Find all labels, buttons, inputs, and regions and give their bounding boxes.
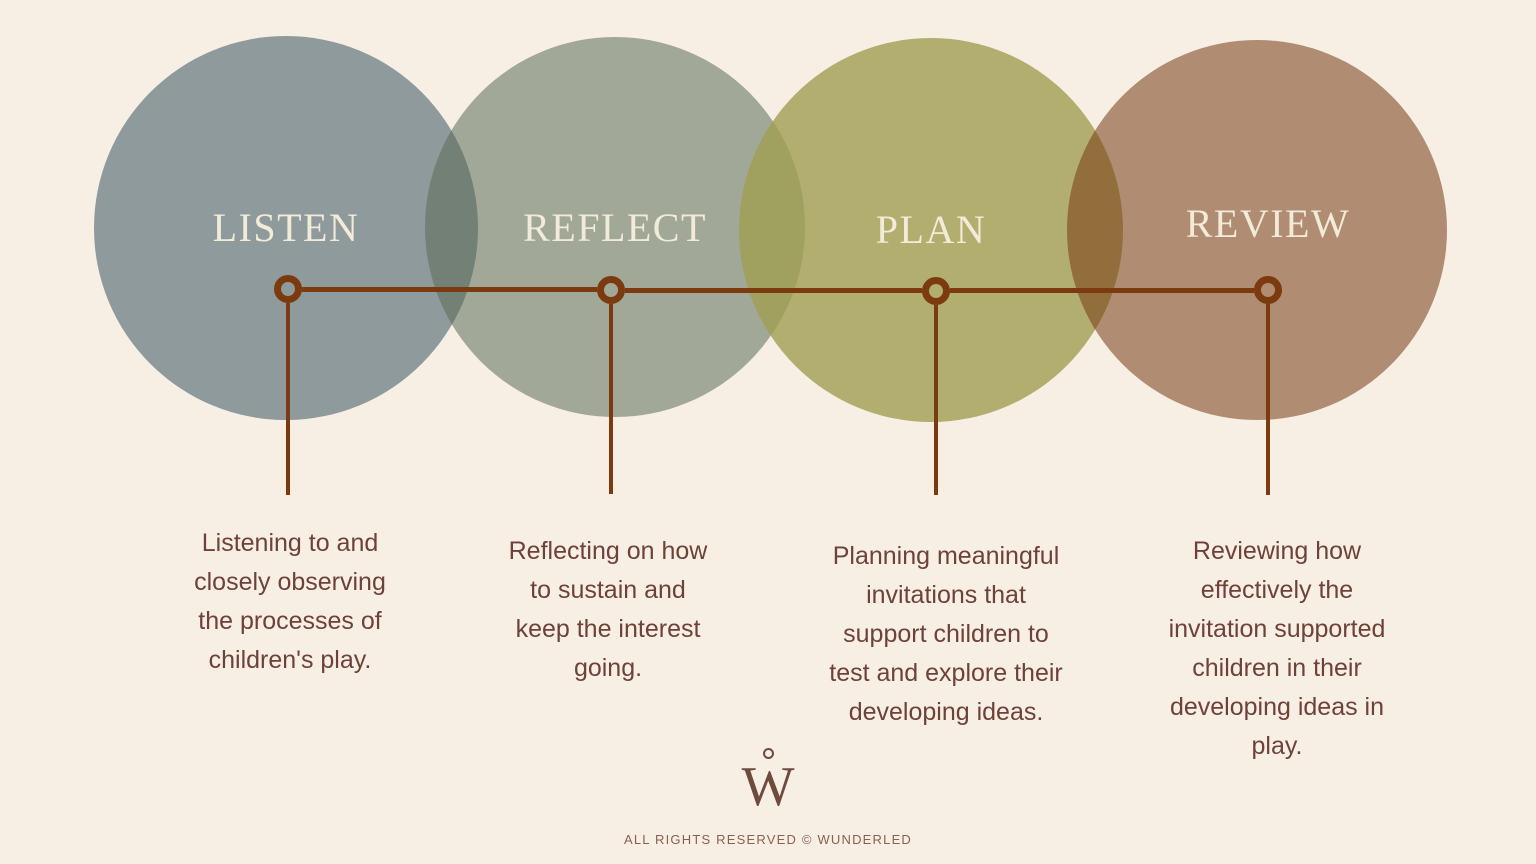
logo-ring-icon: [762, 748, 774, 759]
description-line: keep the interest: [515, 615, 701, 643]
stage-description-listen: Listening to and closely observing the p…: [125, 524, 455, 680]
description-line: going.: [573, 654, 643, 682]
logo-letter-w: W: [741, 756, 795, 818]
stem-line-review: [1266, 304, 1270, 495]
description-line: invitations that: [866, 581, 1026, 609]
connector-line-1: [302, 287, 597, 292]
description-line: children's play.: [208, 646, 372, 674]
timeline-node-reflect: [597, 276, 625, 304]
stage-circle-plan: [739, 38, 1123, 422]
timeline-node-listen: [274, 275, 302, 303]
wunderled-logo: W: [0, 748, 1536, 818]
connector-line-3: [950, 288, 1254, 293]
description-line: children in their: [1192, 654, 1362, 682]
description-line: Reviewing how: [1192, 537, 1362, 565]
stem-line-listen: [286, 303, 290, 495]
description-line: Listening to and: [201, 529, 379, 557]
description-line: support children to: [843, 620, 1049, 648]
stage-label-review: REVIEW: [1185, 201, 1351, 246]
stage-description-review: Reviewing how effectively the invitation…: [1112, 532, 1442, 766]
description-line: developing ideas.: [848, 698, 1044, 726]
timeline-node-plan: [922, 277, 950, 305]
description-line: test and explore their: [829, 659, 1063, 687]
description-line: Planning meaningful: [832, 542, 1060, 570]
stage-circle-review: [1067, 40, 1447, 420]
description-line: play.: [1251, 732, 1303, 760]
description-line: to sustain and: [530, 576, 686, 604]
description-line: developing ideas in: [1169, 693, 1385, 721]
description-line: the processes of: [198, 607, 382, 635]
stage-description-plan: Planning meaningful invitations that sup…: [781, 537, 1111, 732]
stem-line-plan: [934, 305, 938, 495]
stage-label-listen: LISTEN: [212, 205, 360, 250]
stem-line-reflect: [609, 304, 613, 494]
description-line: effectively the: [1200, 576, 1354, 604]
stage-description-reflect: Reflecting on how to sustain and keep th…: [443, 532, 773, 688]
stage-label-plan: PLAN: [875, 207, 987, 252]
stage-label-reflect: REFLECT: [523, 205, 707, 250]
description-line: closely observing: [194, 568, 386, 596]
description-line: Reflecting on how: [508, 537, 708, 565]
copyright-text: ALL RIGHTS RESERVED © WUNDERLED: [623, 832, 913, 847]
description-line: invitation supported: [1168, 615, 1386, 643]
connector-line-2: [625, 288, 922, 293]
timeline-node-review: [1254, 276, 1282, 304]
